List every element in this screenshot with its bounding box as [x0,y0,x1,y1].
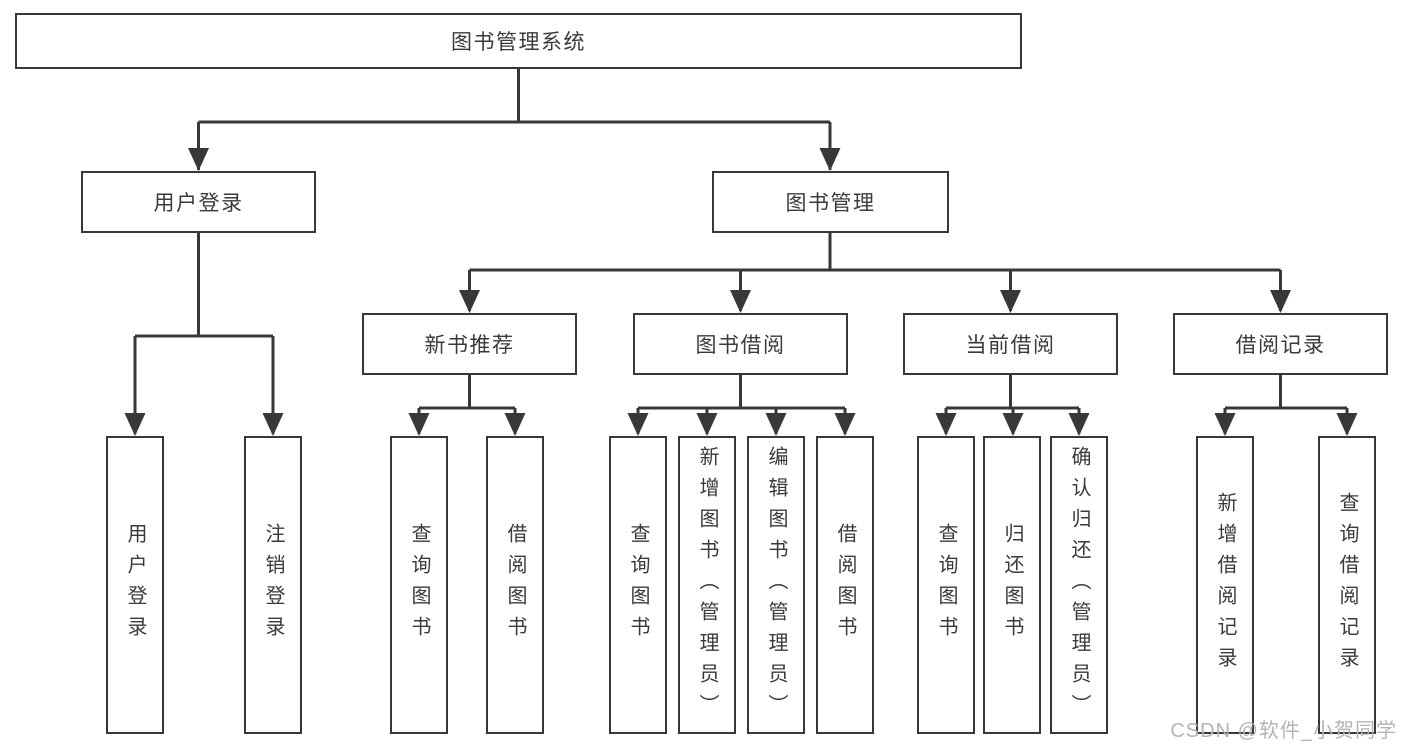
leaf-current-return: 归还图书 [983,436,1041,734]
leaf-records-query: 查询借阅记录 [1318,436,1376,734]
node-borrow-records-label: 借阅记录 [1235,334,1326,357]
leaf-borrow-query-label: 查询图书 [627,523,649,647]
node-new-books-label: 新书推荐 [424,334,515,357]
node-user-login-label: 用户登录 [153,192,244,215]
node-current-borrow-label: 当前借阅 [965,334,1056,357]
leaf-borrow-edit-admin: 编辑图书（管理员） [747,436,805,734]
node-book-management: 图书管理 [712,171,949,233]
leaf-current-query: 查询图书 [917,436,975,734]
node-book-borrow-label: 图书借阅 [695,334,786,357]
leaf-newbooks-borrow-label: 借阅图书 [504,523,526,647]
leaf-newbooks-query: 查询图书 [390,436,448,734]
leaf-borrow-edit-admin-label: 编辑图书（管理员） [765,445,787,725]
leaf-borrow-query: 查询图书 [609,436,667,734]
node-book-borrow: 图书借阅 [633,313,848,375]
leaf-current-query-label: 查询图书 [935,523,957,647]
watermark: CSDN @软件_小贺同学 [1170,720,1397,742]
leaf-user-login: 用户登录 [106,436,164,734]
node-root: 图书管理系统 [15,13,1022,69]
leaf-borrow-borrow-label: 借阅图书 [834,523,856,647]
leaf-records-add-label: 新增借阅记录 [1214,492,1236,678]
leaf-user-login-label: 用户登录 [124,523,146,647]
leaf-borrow-borrow: 借阅图书 [816,436,874,734]
leaf-newbooks-query-label: 查询图书 [408,523,430,647]
leaf-logout: 注销登录 [244,436,302,734]
node-root-label: 图书管理系统 [451,31,586,54]
node-user-login: 用户登录 [81,171,316,233]
leaf-current-confirm-admin-label: 确认归还（管理员） [1068,445,1090,725]
leaf-borrow-add-admin: 新增图书（管理员） [678,436,736,734]
leaf-records-query-label: 查询借阅记录 [1336,492,1358,678]
tree-edges [133,68,1349,434]
leaf-current-return-label: 归还图书 [1001,523,1023,647]
node-book-management-label: 图书管理 [785,192,876,215]
node-new-books: 新书推荐 [362,313,577,375]
leaf-current-confirm-admin: 确认归还（管理员） [1050,436,1108,734]
leaf-logout-label: 注销登录 [262,523,284,647]
node-borrow-records: 借阅记录 [1173,313,1388,375]
leaf-records-add: 新增借阅记录 [1196,436,1254,734]
leaf-borrow-add-admin-label: 新增图书（管理员） [696,445,718,725]
node-current-borrow: 当前借阅 [903,313,1118,375]
leaf-newbooks-borrow: 借阅图书 [486,436,544,734]
arrow-heads [124,148,1358,436]
